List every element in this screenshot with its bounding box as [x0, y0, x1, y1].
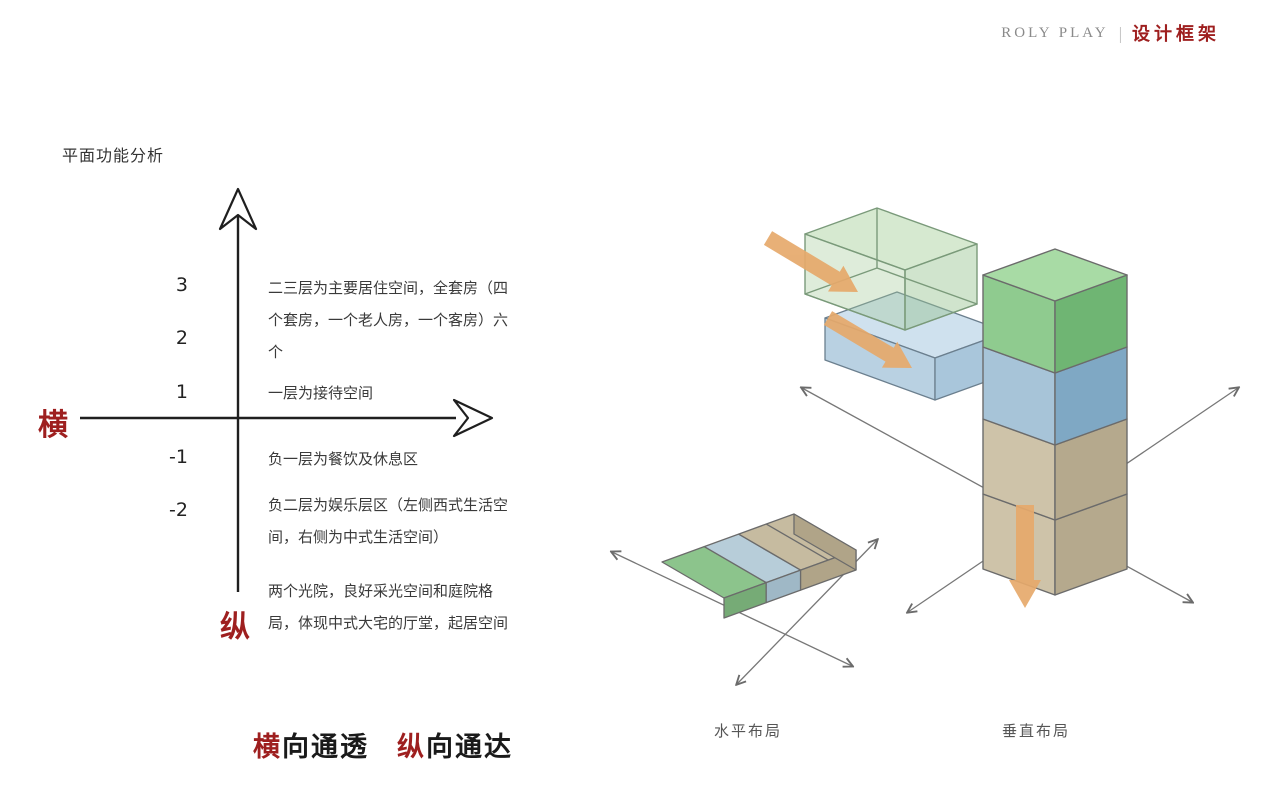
note-basement1: 负一层为餐饮及休息区 [268, 450, 419, 468]
axis-tick-2: 2 [175, 327, 188, 349]
slogan-vertical-accent: 纵 [397, 732, 426, 763]
slogan: 横向通透纵向通达 [253, 725, 513, 764]
flow-arrow-mid-icon [823, 311, 912, 368]
vertical-axis-label: 纵 [220, 610, 250, 645]
section-title: 设计框架 [1132, 24, 1220, 44]
horizontal-layout-caption: 水平布局 [714, 722, 783, 740]
slogan-vertical-rest: 向通达 [426, 732, 513, 763]
horizontal-axis-label: 横 [38, 408, 68, 443]
note-courtyard: 两个光院，良好采光空间和庭院格局，体现中式大宅的厅堂，起居空间 [268, 582, 509, 632]
header: ROLY PLAY | 设计框架 [1001, 20, 1220, 46]
note-upper-floors: 二三层为主要居住空间，全套房（四个套房，一个老人房，一个客房）六个 [268, 279, 509, 361]
axis-tick-m1: -1 [169, 446, 188, 468]
vertical-layout-green-wirebox [804, 207, 978, 331]
axis-lines [80, 214, 456, 592]
vertical-layout-caption: 垂直布局 [1002, 722, 1071, 740]
vertical-layout-tower [982, 248, 1128, 596]
flow-arrow-top-icon [763, 231, 858, 292]
brand-logo: ROLY PLAY [1001, 24, 1109, 41]
axis-tick-3: 3 [175, 274, 188, 296]
axis-tick-1: 1 [175, 381, 188, 403]
axis-tick-m2: -2 [169, 499, 188, 521]
flow-arrows [763, 231, 1041, 608]
analysis-title: 平面功能分析 [62, 146, 165, 165]
axis-up-arrow-icon [218, 187, 258, 231]
note-basement2: 负二层为娱乐层区（左侧西式生活空间，右侧为中式生活空间） [268, 496, 509, 546]
header-divider: | [1117, 23, 1123, 43]
horizontal-layout-slab [661, 513, 857, 619]
note-level1: 一层为接待空间 [268, 384, 374, 402]
flow-arrow-down-icon [1009, 505, 1041, 608]
axis-right-arrow-icon [452, 398, 494, 438]
slogan-horizontal-accent: 横 [253, 732, 282, 763]
slogan-horizontal-rest: 向通透 [282, 732, 369, 763]
